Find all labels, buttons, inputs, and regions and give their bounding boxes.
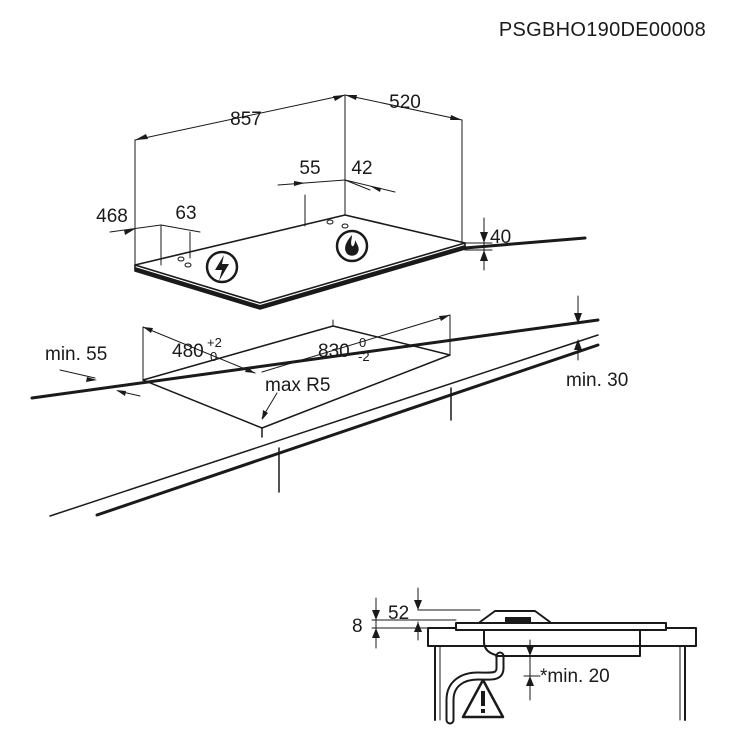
dim-gas-left: 55 — [299, 158, 320, 179]
dim-detail-height: 8 — [352, 616, 363, 637]
dim-depth: 520 — [389, 92, 421, 113]
worktop-drawing — [30, 295, 600, 517]
dim-gas-right: 42 — [351, 158, 372, 179]
dim-cutout-width: 830 — [318, 341, 350, 362]
electric-connection-icon — [205, 250, 239, 284]
dim-detail-depth: 52 — [388, 603, 409, 624]
dim-cutout-depth-tol-upper: +2 — [207, 335, 222, 350]
section-detail-drawing — [371, 587, 697, 725]
document-code: PSGBHO190DE00008 — [499, 19, 706, 41]
dim-min-front: min. 55 — [45, 344, 107, 365]
dim-max-radius: max R5 — [265, 375, 330, 396]
dim-width: 857 — [230, 109, 262, 130]
dim-side-offset: 468 — [96, 206, 128, 227]
cutout-depth-label: 480 +2 0 — [172, 335, 222, 364]
dim-height: 40 — [490, 227, 511, 248]
cutout-width-label: 830 0 -2 — [318, 335, 370, 364]
dim-cutout-depth-tol-lower: 0 — [210, 349, 217, 364]
dim-detail-min-clearance: *min. 20 — [540, 666, 610, 687]
dim-cutout-width-tol-lower: -2 — [358, 349, 370, 364]
dim-cutout-width-tol-upper: 0 — [359, 335, 366, 350]
warning-icon — [461, 678, 505, 719]
dim-inlet-offset: 63 — [175, 203, 196, 224]
dim-min-back: min. 30 — [566, 370, 628, 391]
gas-flame-icon — [335, 229, 369, 263]
hob-drawing — [109, 94, 493, 310]
dim-cutout-depth: 480 — [172, 341, 204, 362]
